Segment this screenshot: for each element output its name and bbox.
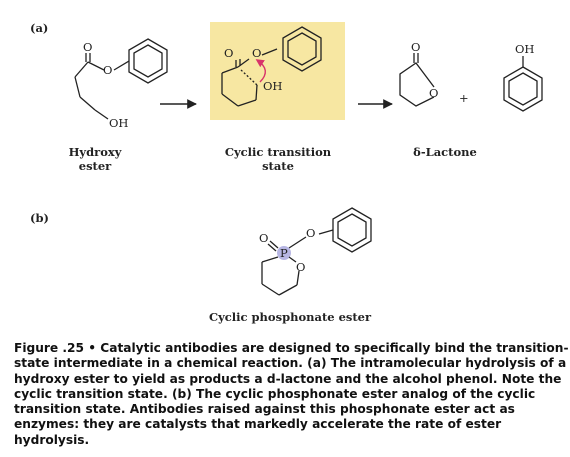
label-hydroxy-ester-line2: ester — [78, 159, 112, 173]
phosphonate-ring-o: O — [296, 260, 305, 274]
benzene-ring-icon — [282, 26, 322, 72]
delta-lactone-structure — [399, 53, 435, 107]
label-hydroxy-ester-line1: Hydroxy — [68, 145, 122, 159]
label-cyclic-transition-state: Cyclic transition state — [218, 145, 338, 173]
ts-carbonyl-o: O — [224, 46, 233, 60]
phenol-oh: OH — [515, 42, 534, 56]
transition-state-highlight — [210, 22, 345, 120]
caption-line: hydroxy ester to yield as products a d-l… — [14, 371, 562, 386]
label-delta-lactone: δ-Lactone — [405, 145, 485, 159]
panel-b-label: (b) — [30, 211, 49, 225]
caption-line: enzymes: they are catalysts that markedl… — [14, 417, 502, 432]
transition-state-structure — [221, 48, 278, 107]
label-cts-line1: Cyclic transition — [224, 145, 332, 159]
benzene-ring-icon — [128, 38, 168, 84]
caption-line: Figure .25 • Catalytic antibodies are de… — [14, 341, 569, 355]
label-delta-lactone-text: δ-Lactone — [413, 145, 477, 159]
hydroxy-ester-structure — [74, 53, 130, 120]
label-cpe-text: Cyclic phosphonate ester — [208, 310, 372, 324]
reaction-figure: (a) O O OH O O OH — [30, 21, 543, 296]
lactone-ring-o: O — [429, 86, 438, 100]
label-cyclic-phosphonate-ester: Cyclic phosphonate ester — [200, 310, 380, 324]
phosphorus-highlight — [277, 246, 291, 260]
label-cts-line2: state — [262, 159, 294, 173]
phosphonate-double-o: O — [259, 231, 268, 245]
ts-oh: OH — [263, 79, 282, 93]
figure-caption: Figure .25 • Catalytic antibodies are de… — [14, 341, 570, 448]
hydroxy-ester-carbonyl-o: O — [83, 40, 92, 54]
panel-a-label: (a) — [30, 21, 48, 35]
benzene-ring-icon — [503, 66, 543, 112]
caption-line: hydrolysis. — [14, 432, 90, 447]
phosphonate-ester-o: O — [306, 226, 315, 240]
label-hydroxy-ester: Hydroxy ester — [50, 145, 140, 173]
hydroxy-ester-oh: OH — [109, 116, 128, 130]
phosphonate-ester-structure — [261, 229, 334, 296]
caption-line: cyclic transition state. (b) The cyclic … — [14, 386, 536, 401]
plus-sign: + — [459, 91, 469, 105]
hydroxy-ester-ester-o: O — [103, 63, 112, 77]
caption-line: state intermediate in a chemical reactio… — [14, 356, 567, 371]
caption-line: transition state. Antibodies raised agai… — [14, 402, 515, 417]
curved-arrow-icon — [255, 59, 266, 83]
benzene-ring-icon — [332, 207, 372, 253]
lactone-carbonyl-o: O — [411, 40, 420, 54]
phosphorus-atom: P — [280, 246, 288, 260]
ts-ester-o: O — [252, 46, 261, 60]
